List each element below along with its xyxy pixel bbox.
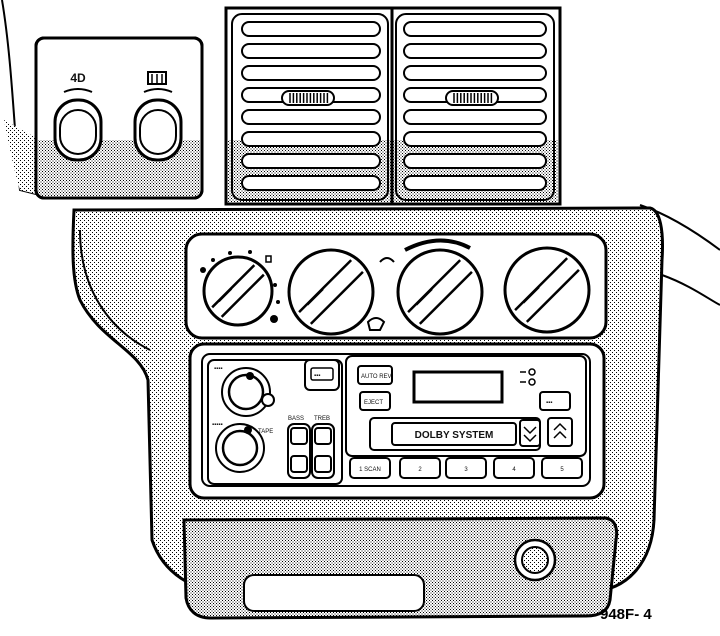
vent-slat — [403, 43, 547, 59]
preset-button-1[interactable]: 1 SCAN — [349, 457, 391, 479]
four-wheel-drive-label: 4D — [70, 71, 86, 85]
vent-slat — [403, 175, 547, 191]
four-wheel-drive-switch[interactable]: 4D — [53, 71, 103, 162]
power-outlet[interactable] — [513, 538, 557, 582]
rear-defrost-switch[interactable] — [133, 71, 183, 162]
temperature-knob[interactable] — [396, 248, 484, 336]
vent-slat — [403, 153, 547, 169]
vent-right[interactable] — [403, 21, 547, 191]
tape-eject-button[interactable]: ▪▪▪ — [539, 391, 571, 411]
center-air-vents — [224, 6, 562, 206]
auto-rev-label: AUTO REV — [361, 374, 392, 380]
vent-slat — [241, 131, 381, 147]
preset-label: 4 — [512, 467, 516, 473]
seek-down-button[interactable] — [519, 419, 541, 447]
band-button[interactable]: ▪▪▪ — [304, 359, 340, 391]
vent-slat — [241, 153, 381, 169]
volume-knob[interactable] — [221, 367, 275, 417]
preset-label: 3 — [464, 467, 468, 473]
vent-slat — [241, 65, 381, 81]
cassette-door[interactable]: DOLBY SYSTEM — [369, 417, 541, 451]
svg-text:▪▪▪▪▪: ▪▪▪▪▪ — [212, 422, 223, 428]
tune-knob[interactable] — [215, 423, 265, 473]
preset-button-5[interactable]: 5 — [541, 457, 583, 479]
preset-label: 1 SCAN — [359, 467, 381, 473]
mode-windshield-icon — [366, 257, 395, 331]
fan-speed-knob[interactable] — [202, 255, 274, 327]
vent-left[interactable] — [241, 21, 381, 191]
climate-control-panel — [184, 232, 608, 340]
eject-button[interactable]: EJECT — [359, 391, 391, 411]
bass-slider[interactable] — [287, 423, 311, 479]
svg-text:▪▪▪: ▪▪▪ — [546, 400, 552, 406]
eject-label: EJECT — [364, 400, 383, 406]
preset-button-4[interactable]: 4 — [493, 457, 535, 479]
vent-slat — [403, 109, 547, 125]
indicator-lights — [520, 368, 536, 386]
dash-left-shade — [4, 120, 40, 195]
fan-speed-dots — [200, 250, 280, 323]
seek-up-button[interactable] — [547, 417, 573, 447]
treble-slider[interactable] — [311, 423, 335, 479]
preset-button-2[interactable]: 2 — [399, 457, 441, 479]
vent-slat — [403, 131, 547, 147]
treb-label: TREB — [314, 416, 330, 422]
vent-slat — [241, 175, 381, 191]
bass-label: BASS — [288, 416, 304, 422]
dolby-system-label: DOLBY SYSTEM — [415, 430, 494, 441]
svg-text:▪▪▪▪: ▪▪▪▪ — [214, 366, 223, 372]
rear-defrost-icon — [147, 71, 167, 85]
vent-right-thumbwheel[interactable] — [445, 90, 499, 106]
vent-slat — [241, 109, 381, 125]
vent-slat — [241, 43, 381, 59]
vent-left-thumbwheel[interactable] — [281, 90, 335, 106]
mode-knob[interactable] — [287, 248, 375, 336]
recirculation-knob[interactable] — [503, 246, 591, 334]
preset-label: 2 — [418, 467, 422, 473]
dash-right-edge-lower — [661, 274, 720, 306]
vent-slat — [241, 21, 381, 37]
preset-label: 5 — [560, 467, 564, 473]
figure-code: 948F- 4 — [600, 606, 652, 623]
tape-label: TAPE — [258, 429, 273, 435]
temp-arc-marker — [404, 238, 471, 252]
storage-bin[interactable] — [182, 516, 619, 620]
display-window — [412, 370, 504, 404]
vent-slat — [403, 21, 547, 37]
preset-button-3[interactable]: 3 — [445, 457, 487, 479]
vent-slat — [403, 65, 547, 81]
svg-text:▪▪▪: ▪▪▪ — [314, 373, 320, 379]
auto-rev-button[interactable]: AUTO REV — [357, 365, 393, 385]
